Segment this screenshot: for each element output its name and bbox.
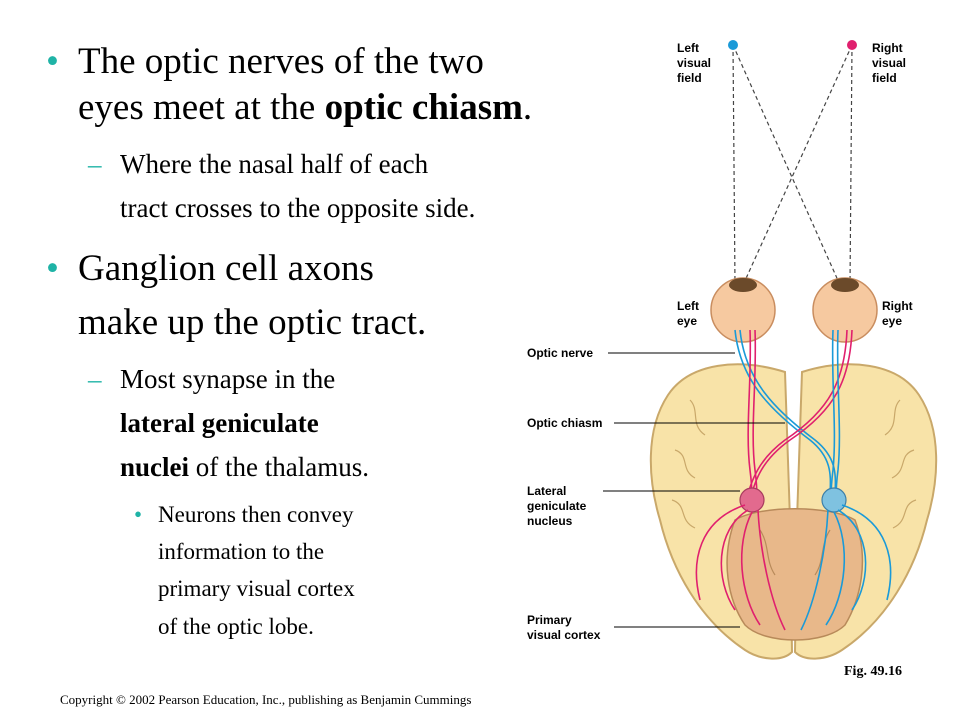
right-visual-field-label: Right visual field <box>872 41 909 85</box>
optic-nerve-label: Optic nerve <box>527 346 593 360</box>
sub-2-line-2: lateral geniculate <box>120 406 319 440</box>
brainstem <box>726 508 864 641</box>
dash-marker: – <box>88 149 102 179</box>
visual-cortex-label: Primary visual cortex <box>527 613 601 642</box>
leader-lines <box>603 352 785 628</box>
left-visual-field-dot <box>728 40 738 50</box>
copyright-notice: Copyright © 2002 Pearson Education, Inc.… <box>60 692 472 707</box>
sub-sub-line-1: Neurons then convey <box>158 502 354 527</box>
text-run: eyes meet at the <box>78 87 325 128</box>
right-visual-field-dot <box>847 40 857 50</box>
sub-2-line-3: nuclei of the thalamus. <box>120 450 369 484</box>
sub-2-line-1: Most synapse in the <box>120 364 336 394</box>
bullet-2-line-1: Ganglion cell axons <box>78 248 374 289</box>
bullet-marker: • <box>46 248 59 289</box>
bullet-1-line-1: The optic nerves of the two <box>78 41 484 82</box>
visual-field-rays <box>732 44 853 286</box>
brain-gyri <box>671 399 917 529</box>
left-lgn <box>739 487 765 513</box>
sub-1-line-2: tract crosses to the opposite side. <box>120 193 476 223</box>
left-visual-field-label: Left visual field <box>677 41 714 85</box>
optic-chiasm-label: Optic chiasm <box>527 416 602 430</box>
bullet-1-line-2: eyes meet at the optic chiasm. <box>78 86 532 130</box>
bold-term: nuclei <box>120 452 190 482</box>
left-eye-label: Left eye <box>677 299 702 328</box>
figure-label: Fig. 49.16 <box>844 664 902 679</box>
sub-sub-line-3: primary visual cortex <box>158 576 355 601</box>
dash-marker: – <box>88 364 102 394</box>
optic-radiations <box>695 504 892 631</box>
sub-sub-line-4: of the optic lobe. <box>158 614 314 639</box>
bullet-2-line-2: make up the optic tract. <box>78 302 427 343</box>
brainstem-folds <box>759 529 831 576</box>
bullet-marker: • <box>46 41 59 82</box>
right-eye-label: Right eye <box>882 299 916 328</box>
sub-sub-line-2: information to the <box>158 539 325 564</box>
right-lgn <box>821 487 847 513</box>
text-run: of the thalamus. <box>189 452 369 482</box>
bullet-marker: • <box>134 502 143 527</box>
text-run: . <box>522 87 533 128</box>
bold-term: lateral geniculate <box>120 408 319 438</box>
left-eye <box>710 277 776 343</box>
sub-1-line-1: Where the nasal half of each <box>120 149 429 179</box>
bold-term: optic chiasm <box>324 87 523 128</box>
right-eye <box>812 277 878 343</box>
lgn-label: Lateral geniculate nucleus <box>527 484 590 528</box>
